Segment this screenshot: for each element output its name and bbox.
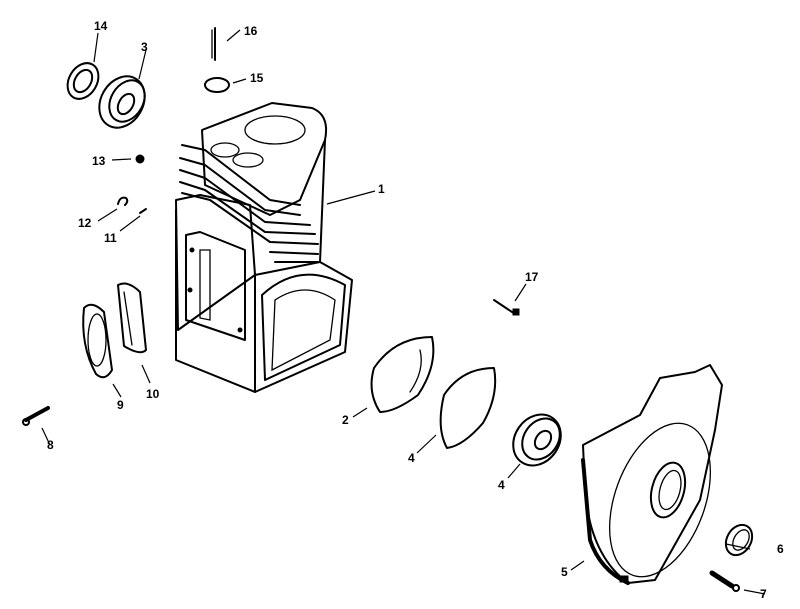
oil-seal-lower-drawing [724, 523, 754, 557]
cover-gasket-drawing [117, 282, 147, 354]
callout-9: 9 [117, 398, 124, 412]
callout-6: 6 [777, 542, 784, 556]
screw-left-drawing [22, 406, 50, 426]
ball-bearing-lower-drawing [512, 413, 562, 467]
cylinder-block-drawing [175, 102, 353, 393]
pin-drawing [139, 208, 147, 214]
welch-plug-drawing [204, 77, 230, 93]
callout-3: 4 [408, 451, 415, 465]
callout-4-top: 3 [141, 40, 148, 54]
ball-bearing-top-drawing [98, 75, 146, 129]
leader-lines [41, 29, 766, 595]
blower-housing-drawing [581, 364, 723, 585]
callout-10: 10 [146, 387, 160, 401]
callout-14: 14 [94, 19, 108, 33]
callout-4-lower: 4 [498, 478, 505, 492]
oil-seal-top-drawing [66, 62, 100, 100]
gasket-drawing [439, 367, 497, 449]
ball-plug-drawing [135, 154, 145, 164]
callout-15: 15 [250, 71, 264, 85]
dowel-pin-drawing [211, 27, 216, 61]
callout-16: 16 [244, 24, 258, 38]
callout-11: 11 [104, 231, 117, 245]
spring-pin-drawing [493, 299, 520, 316]
screw-lower-drawing [709, 570, 740, 592]
cover-plate-drawing [82, 303, 113, 379]
callout-12: 12 [78, 216, 92, 230]
callout-7: 7 [760, 587, 767, 601]
callout-17: 17 [525, 270, 539, 284]
callout-13: 13 [92, 154, 106, 168]
cup-plug-drawing [117, 196, 129, 206]
callout-2: 2 [342, 413, 349, 427]
callout-1: 1 [378, 182, 385, 196]
bearing-plate-drawing [370, 336, 435, 413]
callout-8: 8 [47, 438, 54, 452]
callout-5: 5 [561, 565, 568, 579]
